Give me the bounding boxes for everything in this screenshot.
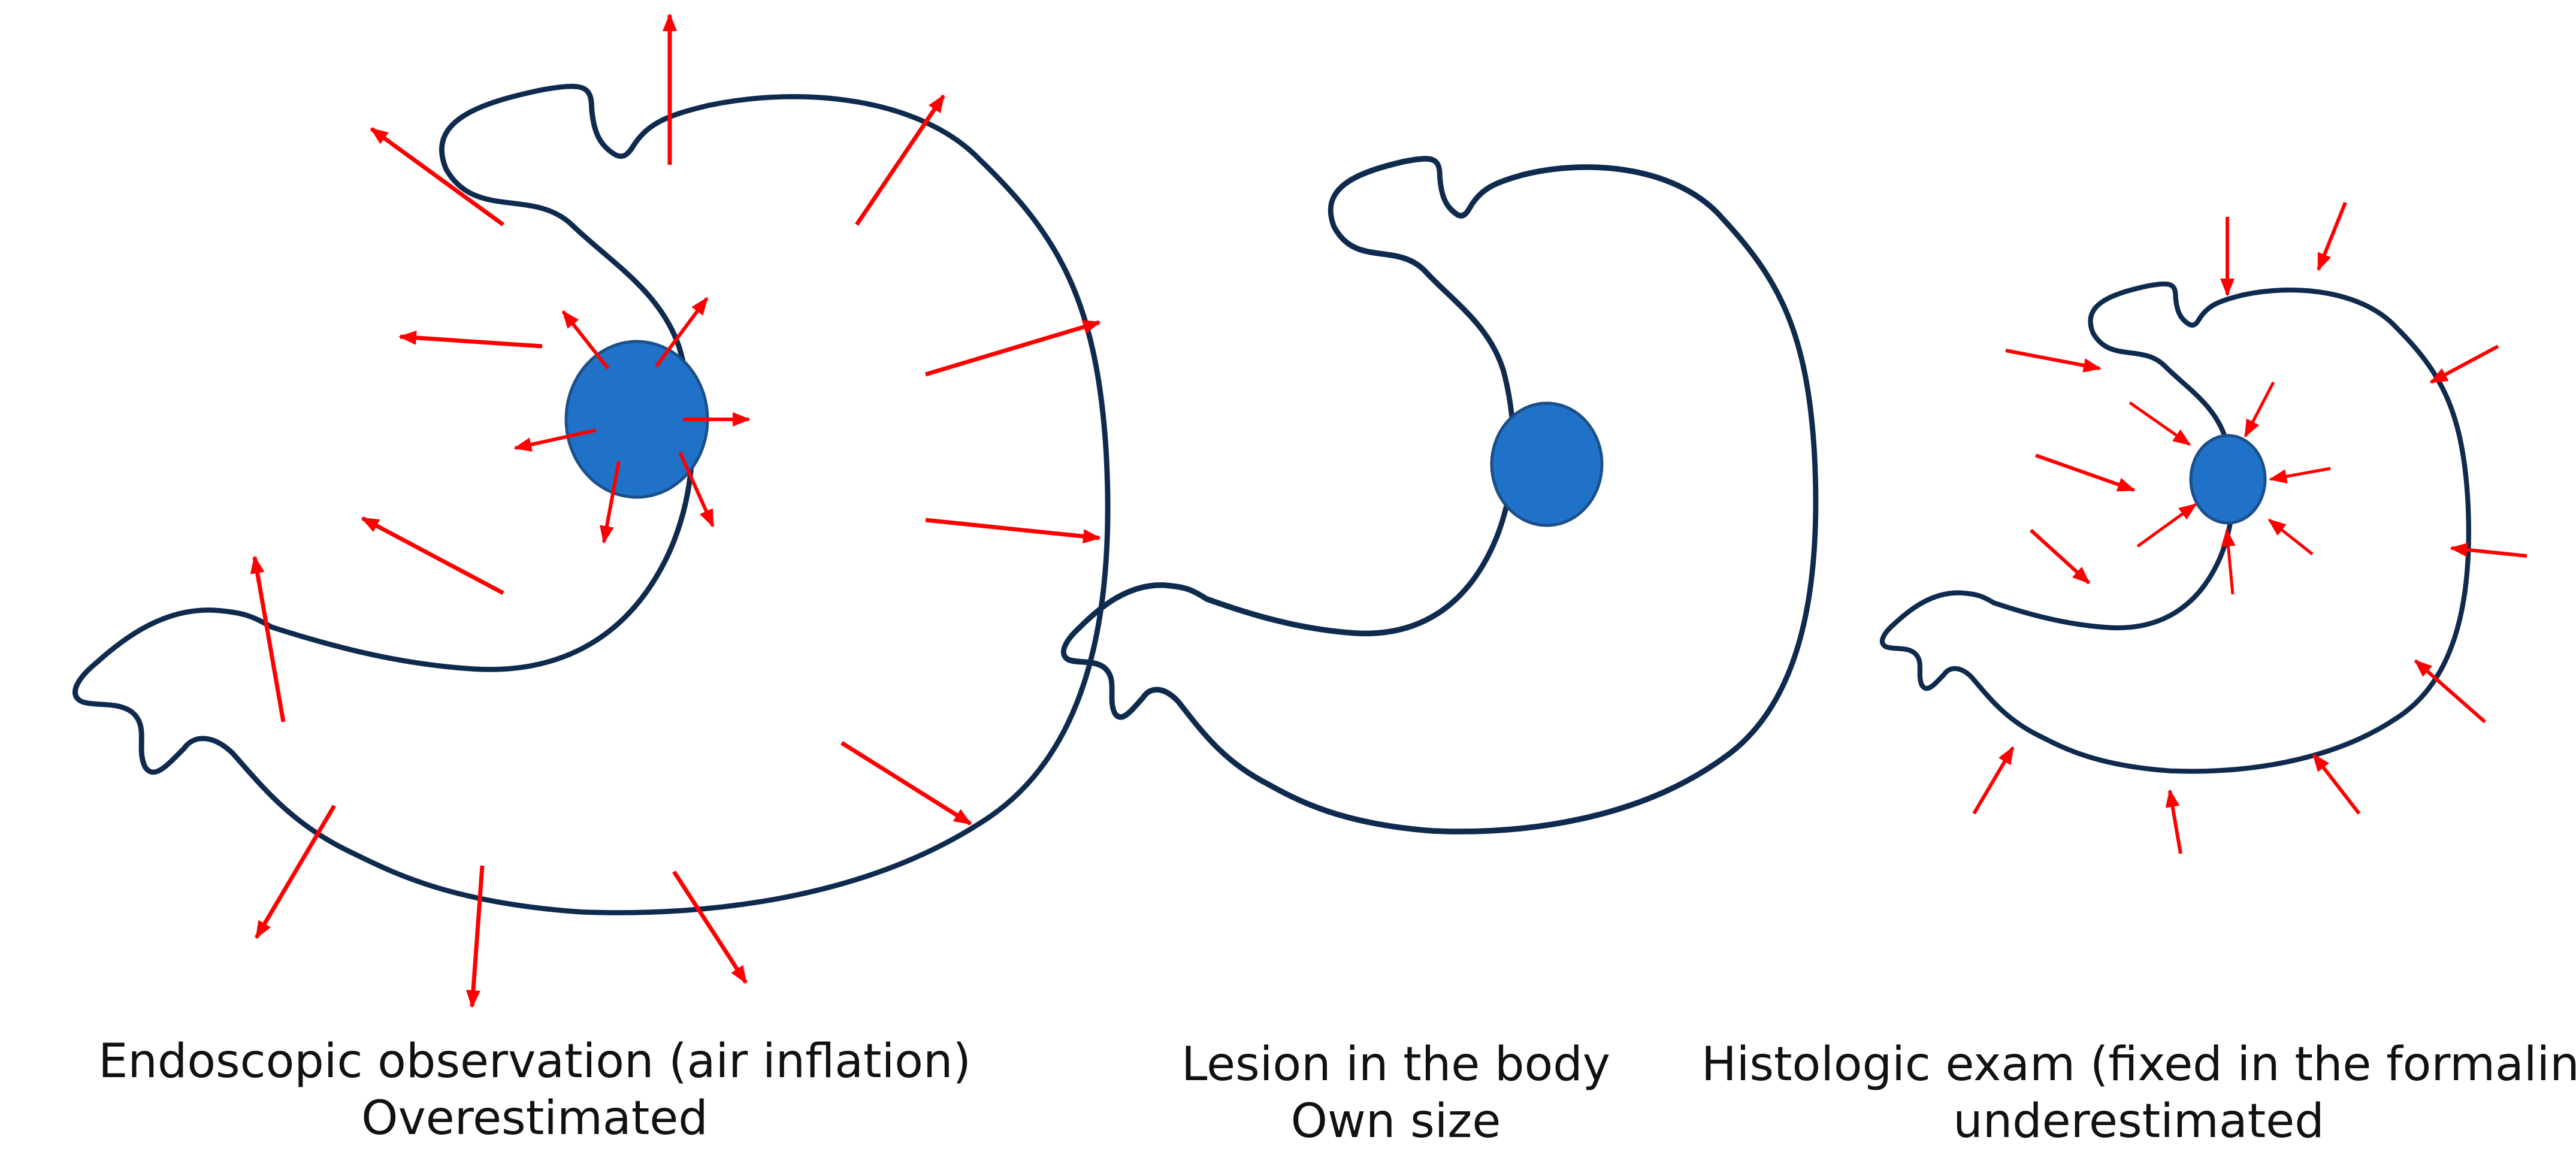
lesion-arrow-in-6 <box>2221 528 2236 595</box>
lesion-arrow-in-1 <box>2244 381 2275 438</box>
arrow-out-4 <box>398 330 543 349</box>
arrow-out-9 <box>840 741 972 826</box>
inward-arrows <box>1972 201 2527 854</box>
lesion-arrow-out-4 <box>513 428 597 452</box>
arrow-in-5 <box>2034 453 2136 492</box>
stomach-outline-inflated <box>75 86 1108 912</box>
arrow-out-2 <box>370 127 505 226</box>
arrow-out-10 <box>254 805 337 939</box>
lesion-shrunk <box>2189 434 2267 525</box>
caption-left-line1: Endoscopic observation (air inflation) <box>98 1035 971 1089</box>
lesion-arrow-in-2 <box>2128 401 2191 446</box>
arrow-out-3 <box>855 94 945 226</box>
arrow-in-7 <box>2029 528 2091 585</box>
panel-right-fixed <box>1882 201 2527 854</box>
arrow-out-6 <box>361 516 504 595</box>
arrow-out-11 <box>465 865 485 1008</box>
caption-right: Histologic exam (fixed in the formalin) … <box>1701 1036 2576 1150</box>
lesion-arrow-out-5 <box>600 461 621 544</box>
arrow-out-5 <box>924 320 1101 377</box>
arrow-out-7 <box>925 518 1101 544</box>
arrow-in-11 <box>2312 753 2361 815</box>
outward-arrows <box>250 13 1101 1008</box>
arrow-out-12 <box>672 870 748 984</box>
lesion-own-size <box>1490 401 1604 527</box>
lesion-outward-arrows <box>513 297 751 544</box>
arrow-in-2 <box>2317 201 2347 271</box>
arrow-in-3 <box>2005 349 2102 373</box>
caption-right-line1: Histologic exam (fixed in the formalin) <box>1701 1038 2576 1092</box>
caption-left-line2: Overestimated <box>361 1092 708 1145</box>
arrow-in-6 <box>2450 542 2527 558</box>
arrow-in-9 <box>1972 746 2015 815</box>
caption-left: Endoscopic observation (air inflation) O… <box>0 1033 1069 1147</box>
arrow-out-8 <box>250 555 286 722</box>
stomach-outline-shrunk <box>1882 284 2469 771</box>
lesion-arrow-in-5 <box>2267 519 2314 555</box>
lesion-inward-arrows <box>2128 381 2331 595</box>
lesion-arrow-in-3 <box>2269 467 2331 484</box>
caption-middle: Lesion in the body Own size <box>1102 1036 1689 1150</box>
caption-middle-line2: Own size <box>1290 1095 1501 1148</box>
lesion-arrow-out-2 <box>654 297 709 368</box>
arrow-in-10 <box>2165 789 2182 854</box>
caption-middle-line1: Lesion in the body <box>1181 1038 1610 1092</box>
stomach-outline-normal <box>1063 159 1816 832</box>
lesion-arrow-in-4 <box>2136 503 2197 548</box>
panel-middle-normal <box>1063 159 1816 832</box>
arrow-in-4 <box>2429 344 2499 384</box>
lesion-arrow-out-6 <box>678 451 715 528</box>
arrow-in-8 <box>2414 659 2486 724</box>
caption-right-line2: underestimated <box>1953 1095 2324 1148</box>
lesion-arrow-out-1 <box>561 310 610 370</box>
panel-left-inflated <box>75 13 1108 1008</box>
